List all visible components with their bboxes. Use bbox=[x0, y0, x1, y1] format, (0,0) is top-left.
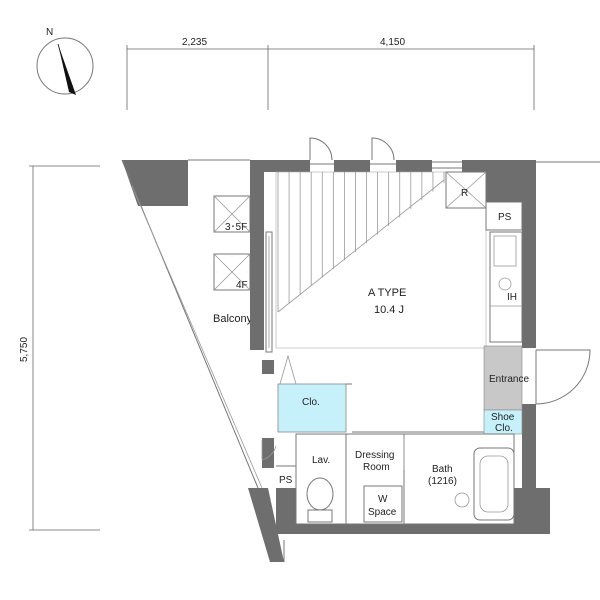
closet: Clo. bbox=[277, 354, 352, 433]
dimension-width-left: 2,235 bbox=[182, 37, 207, 48]
bath-label-2: (1216) bbox=[428, 476, 457, 487]
washer-space bbox=[363, 485, 403, 523]
dimension-height: 5,750 bbox=[19, 337, 30, 362]
lavatory-contents: Lav. PS bbox=[261, 440, 334, 523]
refrigerator-space bbox=[445, 171, 487, 209]
front-door[interactable] bbox=[535, 349, 591, 405]
sink-icon bbox=[493, 235, 517, 267]
top-windows bbox=[310, 161, 462, 169]
compass: N bbox=[36, 27, 94, 95]
ih-label: IH bbox=[507, 292, 517, 303]
washer-label-2: Space bbox=[368, 507, 397, 518]
toilet-tank bbox=[307, 509, 333, 523]
north-arrow-icon bbox=[58, 44, 76, 95]
bath-label-1: Bath bbox=[432, 464, 453, 475]
dressing-label-1: Dressing bbox=[355, 450, 394, 461]
wash-basin-icon bbox=[454, 492, 470, 508]
dimension-left: 5,750 bbox=[19, 165, 100, 531]
balcony-sliding-door[interactable] bbox=[265, 231, 273, 353]
ps-top-label: PS bbox=[498, 212, 512, 223]
unit-area-label: 10.4 J bbox=[374, 304, 404, 316]
kitchen-counter bbox=[489, 231, 523, 343]
compass-needle bbox=[57, 43, 73, 94]
dressing-label-2: Room bbox=[363, 462, 390, 473]
refrigerator-label: R bbox=[461, 188, 468, 199]
dimension-width-right: 4,150 bbox=[380, 37, 405, 48]
entrance-label: Entrance bbox=[489, 374, 529, 385]
bathtub-icon bbox=[473, 447, 515, 521]
ps-bottom-label: PS bbox=[279, 475, 293, 486]
top-window-swings bbox=[309, 137, 395, 161]
toilet-icon bbox=[306, 477, 334, 511]
compass-circle bbox=[36, 37, 94, 95]
entrance: Entrance Shoe Clo. bbox=[483, 345, 529, 435]
ih-stove-icon bbox=[498, 277, 512, 291]
bath-contents: Bath (1216) bbox=[403, 436, 515, 521]
closet-label: Clo. bbox=[302, 397, 320, 408]
unit-type-label: A TYPE bbox=[368, 287, 406, 299]
walls bbox=[250, 160, 600, 534]
shoe-closet bbox=[483, 409, 523, 435]
dimension-top: 2,235 4,150 bbox=[126, 37, 535, 110]
main-room: A TYPE 10.4 J bbox=[275, 171, 487, 349]
ps-top-box bbox=[485, 201, 523, 231]
balcony-label: Balcony bbox=[213, 313, 253, 325]
outdoor-unit-1-label: 3･5F bbox=[225, 222, 247, 233]
floor-hatch-edge bbox=[277, 179, 445, 313]
balcony: Balcony 3･5F 4F bbox=[121, 159, 285, 562]
kitchen: R PS IH bbox=[445, 171, 523, 343]
shoe-closet-label-2: Clo. bbox=[495, 423, 513, 434]
lavatory-label: Lav. bbox=[312, 455, 330, 466]
compass-label: N bbox=[46, 27, 53, 38]
dressing-contents: Dressing Room W Space bbox=[355, 450, 403, 523]
outdoor-unit-2-label: 4F bbox=[236, 280, 248, 291]
shoe-closet-label-1: Shoe bbox=[491, 412, 515, 423]
washer-label-1: W bbox=[378, 494, 388, 505]
